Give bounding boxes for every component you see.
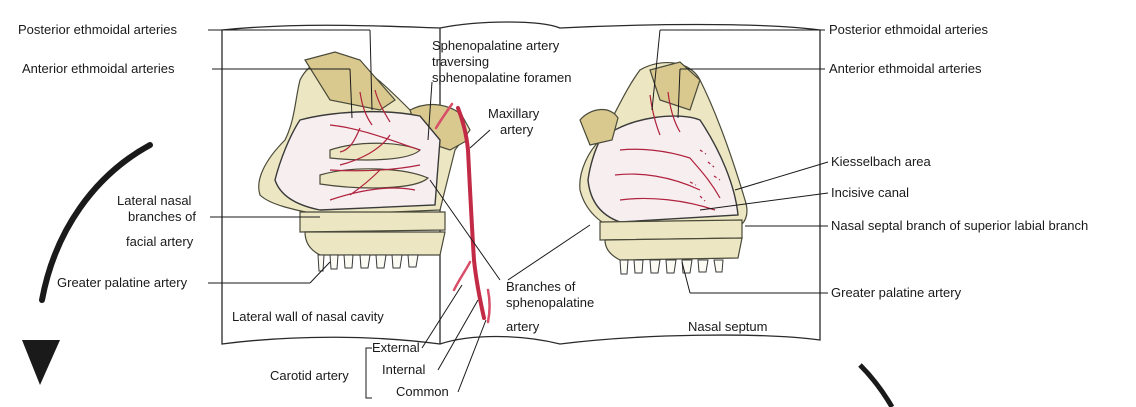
nasal-septum-illustration — [580, 62, 747, 274]
label-lateral-nasal-1: Lateral nasal — [117, 193, 192, 208]
lateral-wall-illustration — [259, 52, 490, 322]
label-right-posterior-ethmoidal: Posterior ethmoidal arteries — [829, 22, 988, 37]
label-left-greater-palatine: Greater palatine artery — [57, 275, 188, 290]
label-sphenopalatine-2: traversing — [432, 54, 489, 69]
label-left-posterior-ethmoidal: Posterior ethmoidal arteries — [18, 22, 177, 37]
label-left-anterior-ethmoidal: Anterior ethmoidal arteries — [22, 61, 175, 76]
label-carotid-internal: Internal — [382, 362, 425, 377]
label-maxillary-2: artery — [500, 122, 534, 137]
label-sphenopalatine-3: sphenopalatine foramen — [432, 70, 572, 85]
label-kiesselbach: Kiesselbach area — [831, 154, 931, 169]
label-lateral-nasal-3: facial artery — [126, 234, 194, 249]
label-lateral-wall: Lateral wall of nasal cavity — [232, 309, 384, 324]
carotid-bracket — [366, 348, 372, 398]
label-branches-1: Branches of — [506, 279, 576, 294]
label-incisive-canal: Incisive canal — [831, 185, 909, 200]
label-carotid-common: Common — [396, 384, 449, 399]
arrowhead-icon — [22, 340, 60, 385]
label-carotid-external: External — [372, 340, 420, 355]
label-nasal-septum: Nasal septum — [688, 319, 767, 334]
label-right-anterior-ethmoidal: Anterior ethmoidal arteries — [829, 61, 982, 76]
label-carotid-artery: Carotid artery — [270, 368, 349, 383]
label-right-greater-palatine: Greater palatine artery — [831, 285, 962, 300]
label-branches-2: sphenopalatine — [506, 295, 594, 310]
label-lateral-nasal-2: branches of — [128, 209, 196, 224]
label-branches-3: artery — [506, 319, 540, 334]
label-maxillary-1: Maxillary — [488, 106, 540, 121]
label-nasal-septal-branch: Nasal septal branch of superior labial b… — [831, 218, 1088, 233]
curved-arrow-fragment-icon — [860, 365, 892, 407]
label-sphenopalatine-1: Sphenopalatine artery — [432, 38, 560, 53]
